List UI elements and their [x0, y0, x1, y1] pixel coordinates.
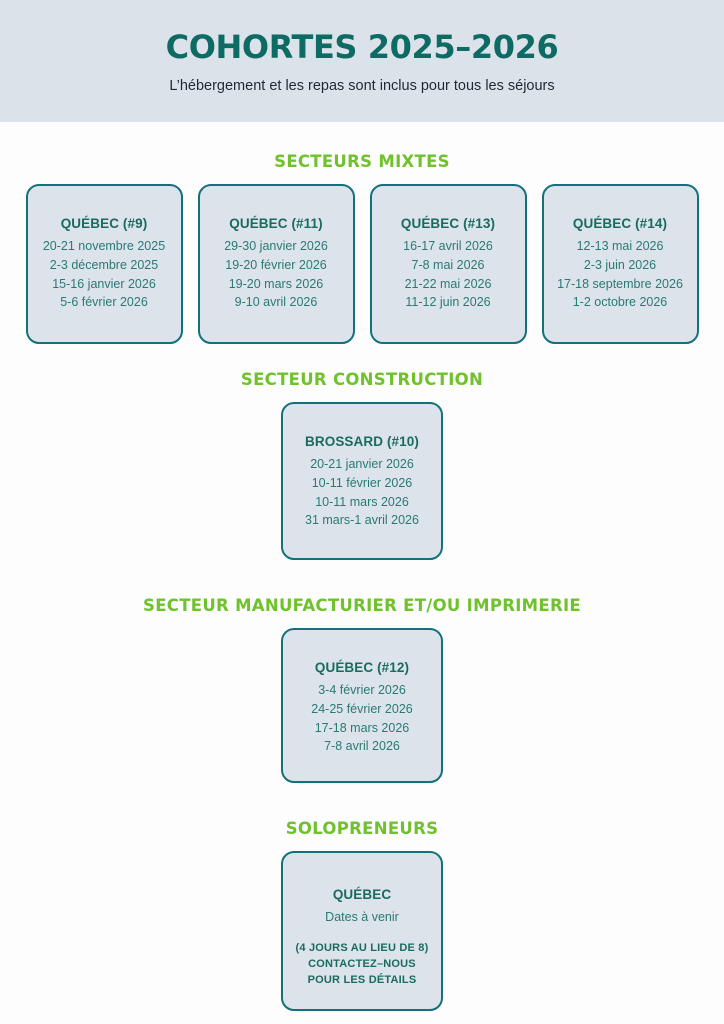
cohort-card-date: 31 mars-1 avril 2026 [305, 513, 419, 528]
cohort-card-title: QUÉBEC (#11) [229, 216, 323, 231]
cards-row-secteur-manufacturier: QUÉBEC (#12) 3-4 février 2026 24-25 févr… [0, 628, 724, 783]
cohort-card[interactable]: QUÉBEC Dates à venir (4 JOURS AU LIEU DE… [281, 851, 443, 1011]
cohort-card-date: 3-4 février 2026 [318, 683, 406, 697]
cohort-card[interactable]: QUÉBEC (#14) 12-13 mai 2026 2-3 juin 202… [541, 184, 699, 344]
cards-row-secteur-construction: BROSSARD (#10) 20-21 janvier 2026 10-11 … [0, 402, 724, 560]
cohort-card-date: 16-17 avril 2026 [403, 239, 493, 253]
section-heading-secteurs-mixtes: SECTEURS MIXTES [274, 152, 450, 171]
header-band: COHORTES 2025–2026 L’hébergement et les … [0, 0, 724, 122]
cohort-card-date: 2-3 décembre 2025 [49, 257, 159, 272]
section-heading-secteur-construction: SECTEUR CONSTRUCTION [240, 370, 484, 389]
section-solopreneurs: SOLOPRENEURS QUÉBEC Dates à venir (4 JOU… [0, 819, 724, 1011]
cohort-card-date: 17-18 mars 2026 [314, 720, 410, 735]
cohort-card-date: 10-11 mars 2026 [315, 494, 409, 509]
cohort-card-date: 29-30 janvier 2026 [224, 239, 328, 253]
cohort-card-title: QUÉBEC [332, 887, 392, 902]
section-heading-secteur-manufacturier: SECTEUR MANUFACTURIER ET/OU IMPRIMERIE [143, 596, 581, 615]
cohort-card[interactable]: QUÉBEC (#9) 20-21 novembre 2025 2-3 déce… [25, 184, 183, 344]
cohort-card-title: BROSSARD (#10) [305, 434, 419, 449]
cohort-card-date: 21-22 mai 2026 [404, 276, 492, 291]
cohort-card-title: QUÉBEC (#9) [60, 216, 148, 231]
cohort-card-date: 5-6 février 2026 [60, 295, 148, 310]
cohort-card-date: 10-11 février 2026 [311, 475, 413, 490]
cohort-card-date: 17-18 septembre 2026 [557, 276, 683, 291]
cohort-card-title: QUÉBEC (#14) [572, 216, 668, 231]
cohort-card-note-line: POUR LES DÉTAILS [307, 973, 417, 986]
cohort-card[interactable]: QUÉBEC (#12) 3-4 février 2026 24-25 févr… [281, 628, 443, 783]
page-subtitle: L’hébergement et les repas sont inclus p… [169, 78, 555, 95]
section-secteurs-mixtes: SECTEURS MIXTES QUÉBEC (#9) 20-21 novemb… [0, 152, 724, 344]
section-secteur-manufacturier: SECTEUR MANUFACTURIER ET/OU IMPRIMERIE Q… [0, 596, 724, 783]
cohort-card-date: 7-8 avril 2026 [324, 739, 400, 754]
cohort-card-note: (4 JOURS AU LIEU DE 8) CONTACTEZ–NOUS PO… [289, 941, 435, 989]
cohort-card-note-line: CONTACTEZ–NOUS [308, 957, 416, 970]
cohort-card-note-line: (4 JOURS AU LIEU DE 8) [295, 941, 429, 954]
cards-row-secteurs-mixtes: QUÉBEC (#9) 20-21 novembre 2025 2-3 déce… [0, 184, 724, 344]
cohort-card-date: 12-13 mai 2026 [576, 239, 664, 253]
cohort-card-date: 19-20 février 2026 [225, 257, 327, 272]
cohort-card-date: 20-21 janvier 2026 [310, 457, 414, 471]
cohort-card[interactable]: QUÉBEC (#13) 16-17 avril 2026 7-8 mai 20… [369, 184, 527, 344]
page-title: COHORTES 2025–2026 [165, 28, 559, 66]
cohort-card-date: 15-16 janvier 2026 [52, 276, 156, 291]
cohort-card-date: 2-3 juin 2026 [583, 257, 657, 272]
cohort-card[interactable]: QUÉBEC (#11) 29-30 janvier 2026 19-20 fé… [197, 184, 355, 344]
cohort-card-date: 1-2 octobre 2026 [572, 295, 668, 310]
cohort-card-title: QUÉBEC (#12) [314, 660, 410, 675]
cohort-card-date: 9-10 avril 2026 [234, 295, 318, 310]
cohort-card-date: 20-21 novembre 2025 [42, 239, 166, 253]
cohort-card[interactable]: BROSSARD (#10) 20-21 janvier 2026 10-11 … [281, 402, 443, 560]
cohort-card-date: 11-12 juin 2026 [405, 295, 491, 310]
cohort-card-date: 24-25 février 2026 [311, 701, 413, 716]
cohort-card-date: 7-8 mai 2026 [411, 257, 485, 272]
cards-row-solopreneurs: QUÉBEC Dates à venir (4 JOURS AU LIEU DE… [0, 851, 724, 1011]
cohort-card-title: QUÉBEC (#13) [400, 216, 496, 231]
cohort-card-date: Dates à venir [325, 910, 399, 924]
section-heading-solopreneurs: SOLOPRENEURS [285, 819, 439, 838]
cohort-card-date: 19-20 mars 2026 [228, 276, 324, 291]
section-secteur-construction: SECTEUR CONSTRUCTION BROSSARD (#10) 20-2… [0, 370, 724, 560]
